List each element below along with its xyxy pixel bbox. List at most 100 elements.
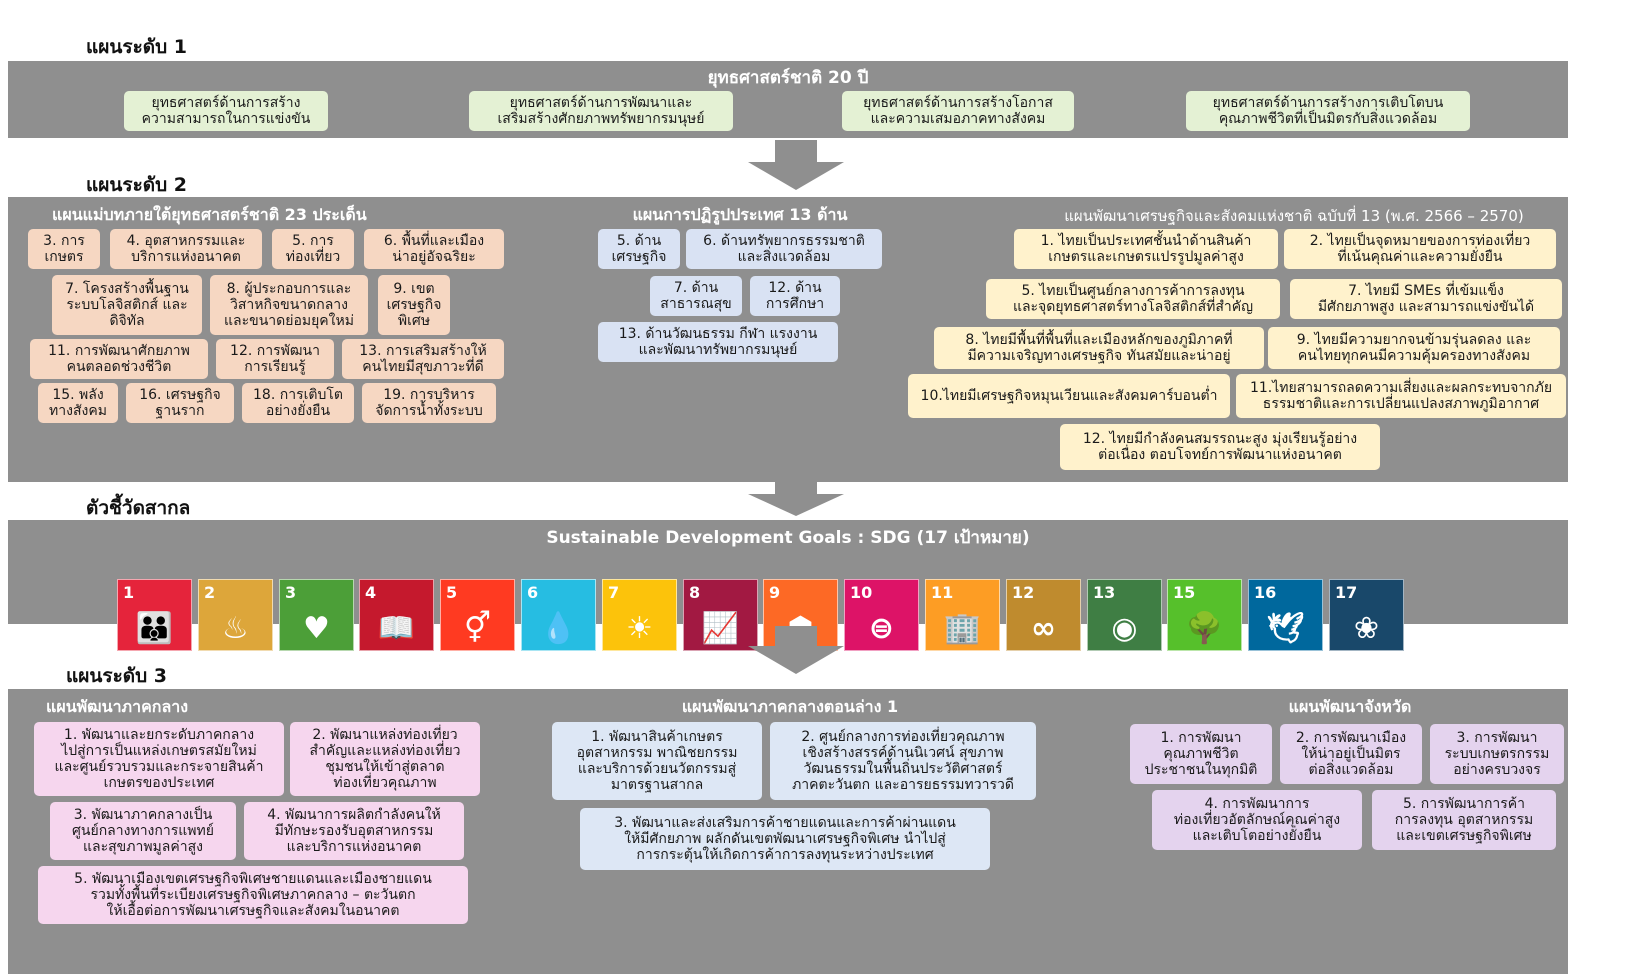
master-plan-item: 8. ผู้ประกอบการและ วิสาหกิจขนาดกลาง และข… — [210, 275, 368, 335]
master-plan-item: 9. เขต เศรษฐกิจ พิเศษ — [378, 275, 450, 335]
down-arrow-1 — [748, 162, 844, 190]
sdg-goal-tile: 10 ⊜ — [844, 579, 919, 651]
sdg-goal-number: 10 — [850, 583, 873, 602]
province-plan-item: 5. การพัฒนาการค้า การลงทุน อุตสาหกรรม แล… — [1372, 790, 1556, 850]
central-plan-item: 1. พัฒนาและยกระดับภาคกลาง ไปสู่การเป็นแห… — [34, 722, 284, 796]
level3-label: แผนระดับ 3 — [66, 665, 168, 687]
master-plan-item: 7. โครงสร้างพื้นฐาน ระบบโลจิสติกส์ และ ด… — [52, 275, 202, 335]
tree-icon: 🌳 — [1185, 611, 1224, 646]
central-plan-item: 4. พัฒนาการผลิตกำลังคนให้ มีทักษะรองรับอ… — [244, 802, 464, 860]
equal-icon: ⊜ — [868, 611, 895, 646]
sdg-goal-tile: 15 🌳 — [1167, 579, 1242, 651]
reform-plan-item: 6. ด้านทรัพยากรธรรมชาติ และสิ่งแวดล้อม — [686, 229, 882, 269]
sdg-goal-number: 1 — [123, 583, 135, 602]
level2-label: แผนระดับ 2 — [86, 174, 188, 196]
sun-icon: ☀ — [626, 611, 653, 646]
level1-label: แผนระดับ 1 — [86, 36, 188, 58]
sdg-title: Sustainable Development Goals : SDG (17 … — [546, 528, 1030, 548]
master-plan-item: 11. การพัฒนาศักยภาพ คนตลอดช่วงชีวิต — [30, 339, 208, 379]
nesdp-item: 12. ไทยมีกำลังคนสมรรถนะสูง มุ่งเรียนรู้อ… — [1060, 424, 1380, 470]
lower-central-plan-item: 1. พัฒนาสินค้าเกษตร อุตสาหกรรม พาณิชยกรร… — [552, 722, 762, 800]
sdg-goal-tile: 6💧 — [521, 579, 596, 651]
province-plan-item: 1. การพัฒนา คุณภาพชีวิต ประชาชนในทุกมิติ — [1130, 724, 1272, 784]
nesdp-item: 10.ไทยมีเศรษฐกิจหมุนเวียนและสังคมคาร์บอน… — [908, 374, 1230, 418]
sdg-goal-number: 5 — [446, 583, 458, 602]
sdg-goal-number: 3 — [285, 583, 297, 602]
strategy-box-competitiveness: ยุทธศาสตร์ด้านการสร้าง ความสามารถในการแข… — [124, 91, 328, 131]
master-plan-item: 18. การเติบโต อย่างยั่งยืน — [242, 383, 354, 423]
master-plan-item: 4. อุตสาหกรรมและ บริการแห่งอนาคต — [110, 229, 262, 269]
master-plan-item: 12. การพัฒนา การเรียนรู้ — [216, 339, 334, 379]
sdg-goal-tile: 12 ∞ — [1006, 579, 1081, 651]
nesdp-item: 9. ไทยมีความยากจนข้ามรุ่นลดลง และ คนไทยท… — [1268, 327, 1560, 369]
nesdp-item: 11.ไทยสามารถลดความเสี่ยงและผลกระทบจากภัย… — [1236, 374, 1566, 418]
sdg-goal-number: 16 — [1254, 583, 1277, 602]
heartbeat-icon: ♥ — [303, 611, 330, 646]
water-drop-icon: 💧 — [539, 611, 578, 646]
sdg-goal-tile: 16 🕊 — [1248, 579, 1323, 651]
central-plan-item: 2. พัฒนาแหล่งท่องเที่ยว สำคัญและแหล่งท่อ… — [290, 722, 480, 796]
sdg-goal-tile: 5⚥ — [440, 579, 515, 651]
nesdp-item: 1. ไทยเป็นประเทศชั้นนำด้านสินค้า เกษตรแล… — [1014, 229, 1278, 269]
sdg-goal-number: 15 — [1173, 583, 1196, 602]
strategy-box-social-equality: ยุทธศาสตร์ด้านการสร้างโอกาส และความเสมอภ… — [842, 91, 1074, 131]
sdg-goal-tile: 11 🏢 — [925, 579, 1000, 651]
reform-plan-item: 13. ด้านวัฒนธรรม กีฬา แรงงาน และพัฒนาทรั… — [598, 322, 838, 362]
down-arrow-2 — [748, 494, 844, 516]
rings-icon: ❀ — [1353, 611, 1380, 646]
master-plan-item: 19. การบริหาร จัดการน้ำทั้งระบบ — [362, 383, 496, 423]
nesdp-item: 2. ไทยเป็นจุดหมายของการท่องเที่ยว ที่เน้… — [1284, 229, 1556, 269]
master-plan-item: 6. พื้นที่และเมือง น่าอยู่อัจฉริยะ — [364, 229, 504, 269]
province-plan-item: 3. การพัฒนา ระบบเกษตรกรรม อย่างครบวงจร — [1430, 724, 1564, 784]
book-icon: 📖 — [377, 611, 416, 646]
level1-title: ยุทธศาสตร์ชาติ 20 ปี — [707, 68, 869, 88]
lower-central-plan-item: 2. ศูนย์กลางการท่องเที่ยวคุณภาพ เชิงสร้า… — [770, 722, 1036, 800]
sdg-goal-number: 12 — [1012, 583, 1035, 602]
infinity-icon: ∞ — [1031, 611, 1056, 646]
gender-icon: ⚥ — [463, 611, 492, 646]
sdg-goal-tile: 8📈 — [683, 579, 758, 651]
dove-icon: 🕊 — [1266, 611, 1305, 646]
bowl-icon: ♨ — [222, 611, 249, 646]
sdg-goal-number: 2 — [204, 583, 216, 602]
sdg-goal-number: 8 — [689, 583, 701, 602]
reform-plan-item: 5. ด้าน เศรษฐกิจ — [598, 229, 680, 269]
nesdp-item: 7. ไทยมี SMEs ที่เข้มแข็ง มีศักยภาพสูง แ… — [1290, 279, 1562, 319]
arrow-shaft-1 — [775, 140, 817, 162]
sdg-goal-number: 9 — [769, 583, 781, 602]
down-arrow-3 — [748, 646, 844, 674]
central-plan-item: 3. พัฒนาภาคกลางเป็น ศูนย์กลางทางการแพทย์… — [50, 802, 236, 860]
sdg-goal-tile: 13 ◉ — [1087, 579, 1162, 651]
master-plan-item: 3. การ เกษตร — [28, 229, 100, 269]
sdg-goal-number: 6 — [527, 583, 539, 602]
nesdp-item: 5. ไทยเป็นศูนย์กลางการค้าการลงทุน และจุด… — [986, 279, 1280, 319]
master-plan-item: 15. พลัง ทางสังคม — [38, 383, 118, 423]
nesdp-item: 8. ไทยมีพื้นที่พื้นที่และเมืองหลักของภูม… — [934, 327, 1264, 369]
strategy-box-green-growth: ยุทธศาสตร์ด้านการสร้างการเติบโตบน คุณภาพ… — [1186, 91, 1470, 131]
province-plan-title: แผนพัฒนาจังหวัด — [1288, 697, 1412, 716]
city-icon: 🏢 — [943, 611, 982, 646]
province-plan-item: 4. การพัฒนาการ ท่องเที่ยวอัตลักษณ์คุณค่า… — [1152, 790, 1362, 850]
sdg-goal-tile: 3♥ — [279, 579, 354, 651]
people-icon: 👪 — [135, 611, 174, 646]
master-plan-title: แผนแม่บทภายใต้ยุทธศาสตร์ชาติ 23 ประเด็น — [52, 205, 367, 224]
sdg-goal-number: 17 — [1335, 583, 1358, 602]
strategy-box-human-resources: ยุทธศาสตร์ด้านการพัฒนาและ เสริมสร้างศักย… — [469, 91, 733, 131]
eye-globe-icon: ◉ — [1111, 611, 1138, 646]
nesdp-title: แผนพัฒนาเศรษฐกิจและสังคมแห่งชาติ ฉบับที่… — [1064, 207, 1524, 225]
master-plan-item: 16. เศรษฐกิจ ฐานราก — [126, 383, 234, 423]
reform-plan-item: 7. ด้าน สาธารณสุข — [650, 276, 742, 316]
central-plan-title: แผนพัฒนาภาคกลาง — [46, 697, 189, 716]
arrow-shaft-2 — [775, 482, 817, 496]
sdg-goal-number: 11 — [931, 583, 954, 602]
reform-plan-title: แผนการปฏิรูปประเทศ 13 ด้าน — [632, 205, 848, 224]
sdg-goal-number: 7 — [608, 583, 620, 602]
sdg-goal-number: 13 — [1093, 583, 1116, 602]
master-plan-item: 5. การ ท่องเที่ยว — [272, 229, 354, 269]
sdg-goal-tile: 4📖 — [359, 579, 434, 651]
central-plan-item: 5. พัฒนาเมืองเขตเศรษฐกิจพิเศษชายแดนและเม… — [38, 866, 468, 924]
lower-central-plan-title: แผนพัฒนาภาคกลางตอนล่าง 1 — [681, 697, 899, 716]
indicators-label: ตัวชี้วัดสากล — [86, 497, 191, 519]
master-plan-item: 13. การเสริมสร้างให้ คนไทยมีสุขภาวะที่ดี — [342, 339, 504, 379]
sdg-goal-number: 4 — [365, 583, 377, 602]
